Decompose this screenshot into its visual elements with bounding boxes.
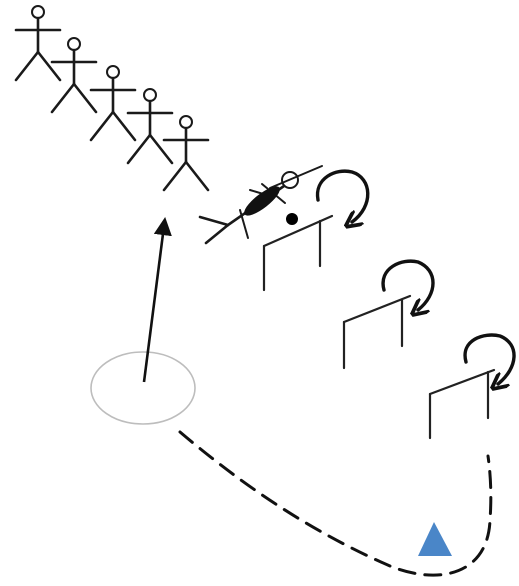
run-arrow bbox=[144, 226, 164, 382]
ball-icon bbox=[286, 213, 298, 225]
player-line bbox=[16, 6, 208, 190]
stick-figure-icon bbox=[164, 116, 208, 190]
hurdle-2 bbox=[344, 261, 433, 368]
stick-figure-icon bbox=[91, 66, 135, 140]
hurdle-icon bbox=[430, 370, 494, 438]
hurdle-icon bbox=[344, 296, 410, 368]
circle-zone-icon bbox=[91, 352, 195, 424]
hurdle-3 bbox=[430, 335, 514, 438]
diving-player-icon bbox=[200, 166, 322, 243]
curved-arrow-icon bbox=[318, 171, 368, 222]
stick-figure-icon bbox=[52, 38, 96, 112]
curved-arrow-icon bbox=[465, 335, 514, 384]
triangle-cone-icon bbox=[418, 522, 452, 556]
hurdle-icon bbox=[264, 216, 332, 290]
stick-figure-icon bbox=[16, 6, 60, 80]
ball-icon bbox=[240, 182, 283, 220]
stick-figure-icon bbox=[128, 89, 172, 163]
